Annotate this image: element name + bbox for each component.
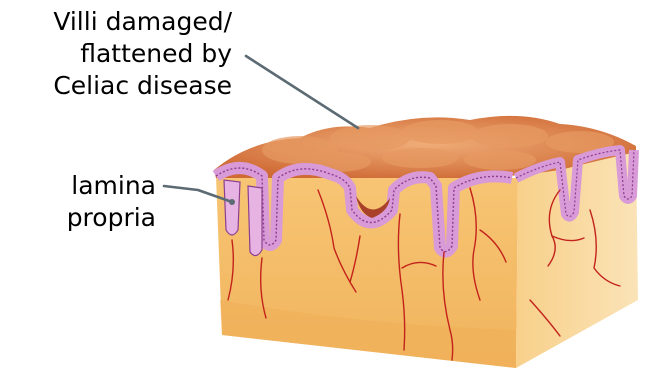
villi-damaged-label: Villi damaged/ flattened by Celiac disea… bbox=[14, 6, 232, 102]
lamina-label-line-1: lamina bbox=[40, 170, 156, 202]
villi-label-line-3: Celiac disease bbox=[14, 70, 232, 102]
villi-label-line-2: flattened by bbox=[14, 38, 232, 70]
lamina-leader-dot bbox=[229, 199, 235, 205]
villi-label-line-1: Villi damaged/ bbox=[14, 6, 232, 38]
villi-leader-line bbox=[246, 56, 358, 128]
lamina-propria-label: lamina propria bbox=[40, 170, 156, 234]
lamina-label-line-2: propria bbox=[40, 202, 156, 234]
